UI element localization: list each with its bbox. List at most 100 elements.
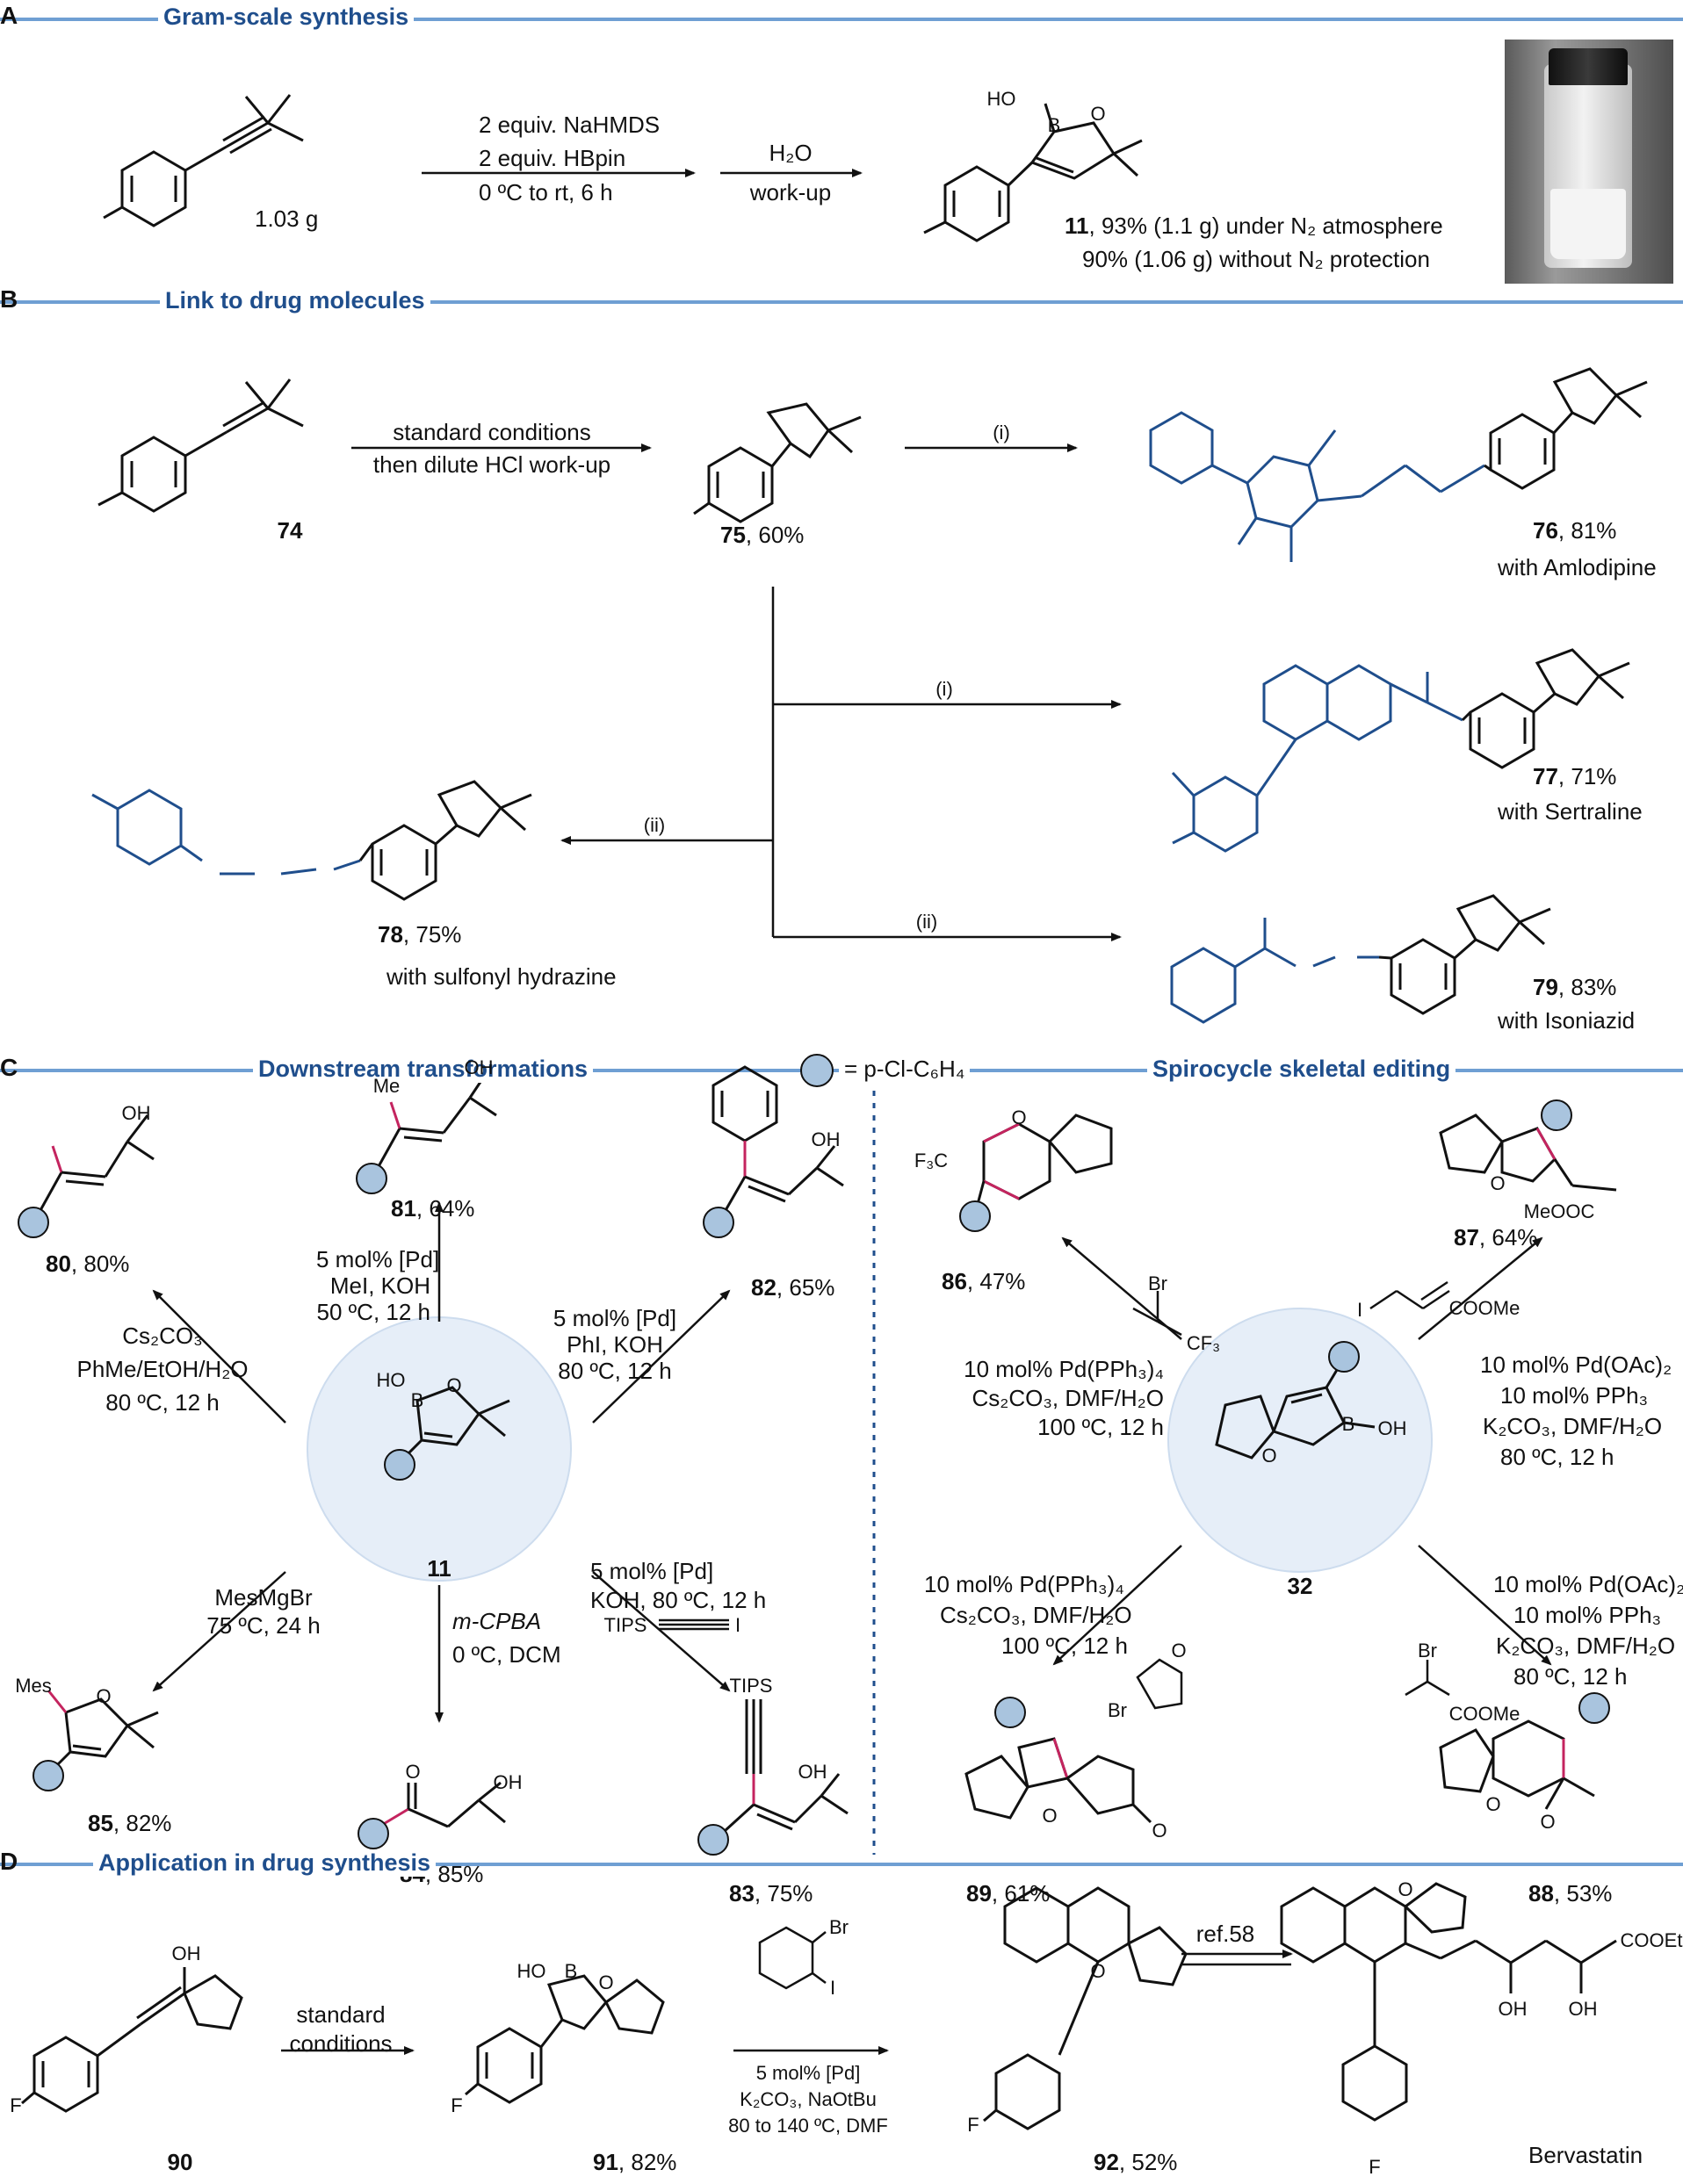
compound-80-structure xyxy=(38,1114,155,1213)
atom-tips: TIPS xyxy=(603,1614,647,1636)
legend-aryl-circle xyxy=(800,1054,834,1087)
atom-ho: HO xyxy=(516,1960,546,1982)
c87-cond-2: 10 mol% PPh₃ xyxy=(1500,1382,1649,1409)
cond2-line2: work-up xyxy=(749,179,832,205)
atom-cooet: COOEt xyxy=(1620,1929,1683,1951)
c80-cond-3: 80 ºC, 12 h xyxy=(105,1389,220,1416)
compound-79-drug: with Isoniazid xyxy=(1498,1007,1636,1034)
cond2-line1: H₂O xyxy=(769,140,813,166)
compound-83-label: 83, 75% xyxy=(729,1880,813,1906)
atom-f: F xyxy=(10,2094,22,2116)
aryl-ball xyxy=(18,1207,49,1238)
c80-cond-2: PhMe/EtOH/H₂O xyxy=(76,1356,249,1382)
c86-cond-2: Cs₂CO₃, DMF/H₂O xyxy=(972,1385,1164,1411)
c88-cond-4: 80 ºC, 12 h xyxy=(1513,1663,1628,1690)
panel-b-title: Link to drug molecules xyxy=(160,287,430,314)
compound-81-label: 81, 64% xyxy=(391,1195,475,1222)
compound-80-label: 80, 80% xyxy=(46,1251,130,1277)
compound-84-structure xyxy=(381,1781,506,1828)
aryl-ball xyxy=(1328,1341,1360,1373)
c81-cond-3: 50 ºC, 12 h xyxy=(316,1299,430,1325)
compound-78-structure xyxy=(91,780,532,901)
panel-a-title: Gram-scale synthesis xyxy=(158,4,415,31)
compound-82-structure xyxy=(711,1065,844,1213)
step-i-label-2: (i) xyxy=(935,678,953,700)
compound-76-drug: with Amlodipine xyxy=(1498,554,1657,580)
radial-arrows-right xyxy=(1052,1236,1552,1666)
d-cond1-line2: conditions xyxy=(289,2030,393,2057)
atom-oh: OH xyxy=(1377,1417,1407,1439)
compound-11-structure xyxy=(923,103,1143,242)
compound-91-label: 91, 82% xyxy=(593,2149,677,2175)
atom-oh: OH xyxy=(464,1056,494,1078)
c89-cond-1: 10 mol% Pd(PPh₃)₄ xyxy=(924,1571,1124,1597)
c80-cond-1: Cs₂CO₃ xyxy=(122,1323,203,1349)
atom-oh: OH xyxy=(798,1761,827,1783)
compound-83-structure xyxy=(723,1699,849,1833)
panel-b-letter: B xyxy=(0,285,18,313)
ref-label: ref.58 xyxy=(1195,1921,1255,1947)
aryl-ball xyxy=(358,1818,389,1849)
c84-cond-1: m-CPBA xyxy=(452,1608,542,1634)
aryl-ball xyxy=(959,1200,991,1232)
atom-o: O xyxy=(1261,1445,1277,1467)
panel-c-title-left: Downstream transformations xyxy=(253,1056,594,1083)
atom-o: O xyxy=(1090,103,1106,125)
atom-tips: TIPS xyxy=(729,1675,773,1697)
compound-82-label: 82, 65% xyxy=(751,1274,835,1301)
center-32-label: 32 xyxy=(1287,1573,1313,1599)
compound-79-structure xyxy=(1170,894,1551,1024)
compound-90-structure xyxy=(21,1967,243,2113)
atom-oh: OH xyxy=(121,1102,151,1124)
panel-c-letter: C xyxy=(0,1054,18,1081)
atom-meooc: MeOOC xyxy=(1523,1200,1595,1222)
atom-o: O xyxy=(1090,1960,1106,1982)
c86-cond-1: 10 mol% Pd(PPh₃)₄ xyxy=(964,1356,1164,1382)
c82-cond-1: 5 mol% [Pd] xyxy=(553,1305,677,1331)
atom-ho: HO xyxy=(986,88,1016,110)
c83-cond-1: 5 mol% [Pd] xyxy=(590,1558,714,1584)
compound-76-label: 76, 81% xyxy=(1533,517,1617,544)
product-11-yield2: 90% (1.06 g) without N₂ protection xyxy=(1082,246,1430,272)
compound-92-label: 92, 52% xyxy=(1094,2149,1178,2175)
product-11-yield: 11, 93% (1.1 g) under N₂ atmosphere xyxy=(1065,213,1443,239)
compound-86-label: 86, 47% xyxy=(942,1268,1026,1294)
aryl-ball xyxy=(994,1697,1026,1728)
atom-br: Br xyxy=(1108,1699,1127,1721)
compound-89-structure xyxy=(964,1737,1152,1824)
compound-89-label: 89, 61% xyxy=(966,1880,1051,1906)
compound-77-label: 77, 71% xyxy=(1533,763,1617,789)
atom-b: B xyxy=(410,1389,424,1411)
c81-cond-2: MeI, KOH xyxy=(329,1272,430,1299)
atom-i: I xyxy=(1356,1299,1363,1321)
panel-c-title-right: Spirocycle skeletal editing xyxy=(1147,1056,1456,1083)
atom-oh: OH xyxy=(493,1771,523,1793)
atom-br: Br xyxy=(1148,1272,1167,1294)
b-cond-line1: standard conditions xyxy=(393,419,591,445)
compound-78-label: 78, 75% xyxy=(378,921,462,948)
bervastatin-label: Bervastatin xyxy=(1528,2142,1643,2168)
atom-cf3: CF₃ xyxy=(1186,1332,1221,1354)
atom-o: O xyxy=(1152,1820,1167,1842)
c82-cond-2: PhI, KOH xyxy=(567,1331,663,1358)
step-ii-label-2: (ii) xyxy=(915,911,938,933)
aryl-ball xyxy=(33,1760,64,1791)
atom-o: O xyxy=(1540,1811,1556,1833)
compound-74-label: 74 xyxy=(277,517,303,544)
d-cond1-line1: standard xyxy=(296,2001,386,2028)
step-ii-label: (ii) xyxy=(643,814,666,836)
c85-cond-2: 75 ºC, 24 h xyxy=(206,1612,321,1639)
compound-87-label: 87, 64% xyxy=(1454,1224,1538,1251)
c89-cond-3: 100 ºC, 12 h xyxy=(1001,1633,1128,1659)
c83-cond-2: KOH, 80 ºC, 12 h xyxy=(590,1587,767,1613)
compound-75-structure xyxy=(693,402,862,523)
vial-powder xyxy=(1550,189,1626,259)
bervastatin-structure xyxy=(1280,1882,1617,2122)
aryl-ball xyxy=(703,1207,734,1238)
c85-cond-1: MesMgBr xyxy=(214,1584,313,1611)
c84-cond-2: 0 ºC, DCM xyxy=(452,1641,561,1668)
c86-cond-3: 100 ºC, 12 h xyxy=(1037,1414,1164,1440)
atom-oh: OH xyxy=(811,1128,841,1150)
compound-85-structure xyxy=(47,1690,159,1771)
